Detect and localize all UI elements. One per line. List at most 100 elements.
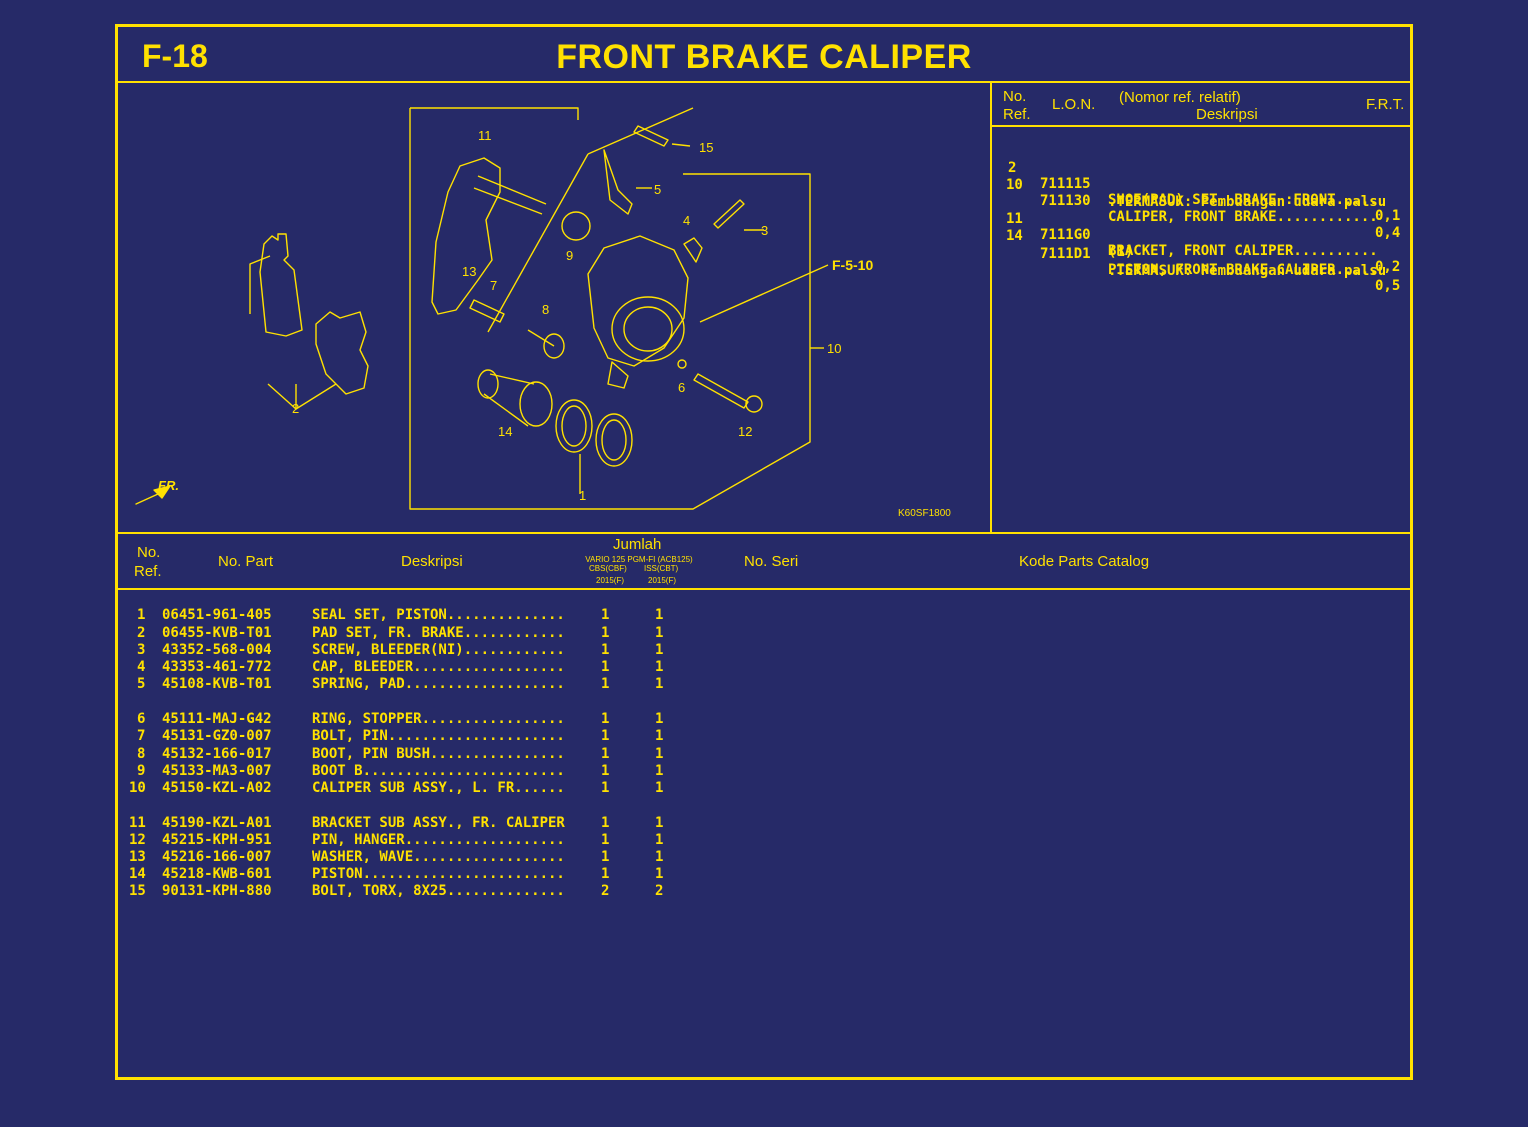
- parts-hdr-no-part: No. Part: [218, 553, 274, 570]
- row-qty-1: 1: [601, 659, 610, 675]
- lon-frt: 0,1: [1375, 208, 1401, 224]
- lon-row: 7111D1 PISTON, FRONT BRAKE CALIPER..... …: [0, 230, 1400, 310]
- row-desc: SPRING, PAD...................: [312, 676, 565, 692]
- callout-4: 4: [683, 213, 690, 228]
- row-qty-1: 2: [601, 883, 610, 899]
- row-qty-2: 1: [655, 832, 664, 848]
- row-qty-2: 1: [655, 763, 664, 779]
- row-part: 45216-166-007: [162, 849, 272, 865]
- parts-hdr-no-seri: No. Seri: [744, 553, 799, 570]
- callout-7: 7: [490, 278, 497, 293]
- row-qty-2: 1: [655, 746, 664, 762]
- row-qty-2: 1: [655, 607, 664, 623]
- lon-hdr-deskripsi: Deskripsi: [1196, 106, 1258, 123]
- lon-frt: 0,4: [1375, 225, 1401, 241]
- callout-6: 6: [678, 380, 685, 395]
- lon-row: 2 711115 SHOE(PAD) SET, BRAKE :FRONT....…: [0, 144, 1400, 240]
- row-qty-1: 1: [601, 815, 610, 831]
- row-part: 45218-KWB-601: [162, 866, 272, 882]
- row-part: 06455-KVB-T01: [162, 625, 272, 641]
- lon-desc: (1): [1108, 244, 1134, 260]
- ref-label: F-5-10: [832, 257, 873, 273]
- callout-10: 10: [827, 341, 841, 356]
- lon-desc: BRACKET, FRONT CALIPER..........: [1108, 243, 1378, 259]
- lon-code: 711115: [1040, 176, 1091, 192]
- row-part: 43352-568-004: [162, 642, 272, 658]
- row-ref: 9: [137, 763, 146, 779]
- parts-hdr-year-2: 2015(F): [648, 576, 677, 585]
- parts-hdr-model: VARIO 125 PGM-FI (ACB125): [585, 555, 693, 564]
- row-qty-1: 1: [601, 746, 610, 762]
- row-ref: 10: [129, 780, 146, 796]
- row-qty-1: 1: [601, 607, 610, 623]
- row-desc: CALIPER SUB ASSY., L. FR......: [312, 780, 565, 796]
- lon-desc: PISTON, FRONT BRAKE CALIPER.....: [1108, 262, 1378, 278]
- row-ref: 4: [137, 659, 146, 675]
- row-qty-1: 1: [601, 866, 610, 882]
- parts-hdr-variant-1: CBS(CBF): [589, 564, 627, 573]
- row-ref: 8: [137, 746, 146, 762]
- row-qty-2: 2: [655, 883, 664, 899]
- lon-row: 11 7111G0 BRACKET, FRONT CALIPER........…: [0, 195, 1400, 291]
- row-qty-1: 1: [601, 642, 610, 658]
- row-ref: 12: [129, 832, 146, 848]
- row-ref: 6: [137, 711, 146, 727]
- parts-hdr-no: No.: [137, 544, 161, 561]
- page-code: F-18: [142, 38, 208, 74]
- row-part: 45190-KZL-A01: [162, 815, 272, 831]
- row-qty-2: 1: [655, 780, 664, 796]
- lon-header-divider: [992, 125, 1413, 127]
- row-qty-2: 1: [655, 659, 664, 675]
- row-qty-1: 1: [601, 625, 610, 641]
- row-ref: 7: [137, 728, 146, 744]
- callout-3: 3: [761, 223, 768, 238]
- parts-hdr-deskripsi: Deskripsi: [401, 553, 463, 570]
- direction-label: FR.: [158, 478, 179, 493]
- row-qty-1: 1: [601, 676, 610, 692]
- row-qty-1: 1: [601, 780, 610, 796]
- parts-hdr-ref: Ref.: [134, 563, 162, 580]
- row-part: 43353-461-772: [162, 659, 272, 675]
- row-part: 45133-MA3-007: [162, 763, 272, 779]
- row-desc: CAP, BLEEDER..................: [312, 659, 565, 675]
- callout-13: 13: [462, 264, 476, 279]
- diagram-table-divider: [990, 83, 992, 533]
- row-ref: 15: [129, 883, 146, 899]
- row-desc: SCREW, BLEEDER(NI)............: [312, 642, 565, 658]
- callout-8: 8: [542, 302, 549, 317]
- parts-hdr-kode: Kode Parts Catalog: [1019, 553, 1150, 570]
- lon-hdr-frt: F.R.T.: [1366, 96, 1405, 113]
- lon-row: .TERMASUK: Pembuangan udara palsu: [0, 247, 1386, 295]
- callout-12: 12: [738, 424, 752, 439]
- row-part: 06451-961-405: [162, 607, 272, 623]
- lon-ref: 10: [1006, 177, 1023, 193]
- row-ref: 5: [137, 676, 146, 692]
- row-qty-1: 1: [601, 728, 610, 744]
- lon-ref: 14: [1006, 228, 1023, 244]
- drawing-code: K60SF1800: [898, 508, 951, 519]
- row-ref: 3: [137, 642, 146, 658]
- lon-desc: .TERMASUK: Pembuangan udara palsu: [1108, 263, 1387, 279]
- row-desc: BOLT, TORX, 8X25..............: [312, 883, 565, 899]
- row-desc: BOOT B........................: [312, 763, 565, 779]
- row-desc: PAD SET, FR. BRAKE............: [312, 625, 565, 641]
- lon-desc: SHOE(PAD) SET, BRAKE :FRONT.....: [1108, 192, 1378, 208]
- lon-desc: CALIPER, FRONT BRAKE............: [1108, 209, 1378, 225]
- row-qty-2: 1: [655, 676, 664, 692]
- row-qty-1: 1: [601, 711, 610, 727]
- lon-frt: 0,5: [1375, 278, 1401, 294]
- page-frame: [115, 24, 1413, 1080]
- row-part: 90131-KPH-880: [162, 883, 272, 899]
- row-ref: 14: [129, 866, 146, 882]
- row-qty-1: 1: [601, 763, 610, 779]
- row-qty-2: 1: [655, 625, 664, 641]
- pad-set-shape: [249, 233, 369, 410]
- lon-row: .TERMASUK: Pembuangan udara palsu: [0, 178, 1386, 226]
- callout-9: 9: [566, 248, 573, 263]
- row-qty-2: 1: [655, 642, 664, 658]
- lon-code: 7111G0: [1040, 227, 1091, 243]
- callout-11: 11: [478, 128, 492, 143]
- lon-code: 711130: [1040, 193, 1091, 209]
- row-desc: PIN, HANGER...................: [312, 832, 565, 848]
- callout-15: 15: [699, 140, 713, 155]
